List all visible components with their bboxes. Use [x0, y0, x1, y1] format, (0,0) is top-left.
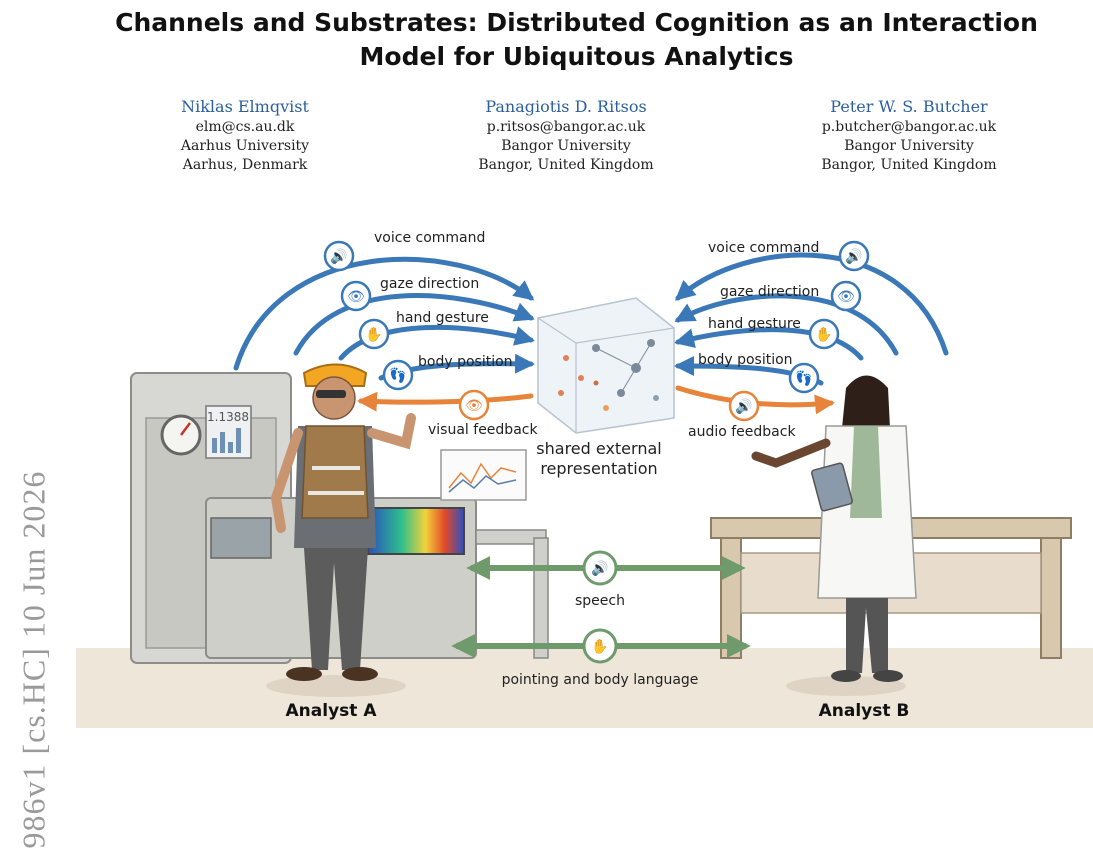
- shared-representation-cube: [537, 297, 675, 434]
- footprint-icon: [788, 362, 820, 394]
- author-name: Panagiotis D. Ritsos: [485, 97, 647, 116]
- arc-gaze-direction-left: [293, 293, 535, 356]
- author-email: elm@cs.au.dk: [195, 119, 295, 135]
- svg-text:👁: 👁: [347, 289, 365, 305]
- author-3: Peter W. S. Butcher p.butcher@bangor.ac.…: [759, 96, 1059, 175]
- shadow-a: [266, 675, 406, 697]
- label-analyst-a: Analyst A: [286, 701, 378, 721]
- label-pointing-body-language: pointing and body language: [502, 672, 699, 688]
- center-label-line-2: representation: [540, 459, 657, 478]
- author-name: Peter W. S. Butcher: [830, 97, 988, 116]
- gauge-value: 1.1388: [207, 410, 249, 424]
- label-visual-feedback: visual feedback: [428, 422, 538, 438]
- teaser-figure: 1.1388 shared external representation: [76, 230, 1093, 728]
- author-email: p.ritsos@bangor.ac.uk: [486, 119, 646, 135]
- svg-text:👁: 👁: [837, 289, 855, 305]
- tablet-icon: [811, 462, 853, 512]
- label-voice-command-right: voice command: [708, 240, 819, 256]
- shadow-b: [786, 676, 906, 696]
- analyst-b-figure: [751, 375, 917, 682]
- svg-text:👁: 👁: [465, 398, 483, 414]
- paper-title: Channels and Substrates: Distributed Cog…: [60, 6, 1093, 74]
- eye-icon: [830, 280, 862, 312]
- author-location: Bangor, United Kingdom: [478, 157, 654, 173]
- label-audio-feedback: audio feedback: [688, 424, 796, 440]
- voice-icon: [838, 240, 870, 272]
- label-voice-command-left: voice command: [374, 230, 485, 246]
- industrial-machine: 1.1388: [130, 372, 549, 664]
- center-label-line-1: shared external: [536, 439, 661, 458]
- svg-text:👣: 👣: [389, 366, 406, 384]
- hand-icon: [808, 318, 840, 350]
- label-hand-gesture-right: hand gesture: [708, 316, 801, 332]
- label-hand-gesture-left: hand gesture: [396, 310, 489, 326]
- author-location: Bangor, United Kingdom: [821, 157, 997, 173]
- arxiv-watermark: 986v1 [cs.HC] 10 Jun 2026: [15, 470, 52, 849]
- author-2: Panagiotis D. Ritsos p.ritsos@bangor.ac.…: [416, 96, 716, 175]
- arc-hand-gesture-right: [674, 327, 864, 361]
- svg-text:✋: ✋: [365, 326, 382, 343]
- arc-gaze-direction-right: [674, 293, 899, 356]
- arc-voice-command-right: [674, 252, 949, 356]
- hand-icon: [358, 318, 390, 350]
- arc-hand-gesture-left: [338, 324, 535, 361]
- svg-text:🔊: 🔊: [845, 247, 862, 265]
- speaker-icon: [728, 390, 760, 422]
- arc-visual-feedback: [357, 391, 534, 412]
- label-body-position-left: body position: [418, 354, 513, 370]
- label-gaze-direction-left: gaze direction: [380, 276, 479, 292]
- svg-text:✋: ✋: [815, 326, 832, 343]
- voice-icon: [323, 240, 355, 272]
- label-speech: speech: [575, 593, 625, 609]
- analyst-a-figure: [270, 363, 416, 681]
- author-name: Niklas Elmqvist: [181, 97, 309, 116]
- svg-text:🔊: 🔊: [735, 397, 752, 415]
- svg-text:✋: ✋: [591, 638, 608, 655]
- title-line-1: Channels and Substrates: Distributed Cog…: [115, 8, 1038, 37]
- footprint-icon: [382, 359, 414, 391]
- author-location: Aarhus, Denmark: [182, 157, 308, 173]
- eye-icon: [340, 280, 372, 312]
- label-body-position-right: body position: [698, 352, 793, 368]
- speaker-icon: [582, 550, 618, 586]
- svg-text:👣: 👣: [795, 369, 812, 387]
- svg-text:🔊: 🔊: [591, 559, 608, 577]
- author-affiliation: Aarhus University: [180, 138, 310, 154]
- eye-icon: [458, 389, 490, 421]
- gesture-hand-icon: [582, 628, 618, 664]
- label-gaze-direction-right: gaze direction: [720, 284, 819, 300]
- author-affiliation: Bangor University: [844, 138, 974, 154]
- svg-text:🔊: 🔊: [330, 247, 347, 265]
- author-1: Niklas Elmqvist elm@cs.au.dk Aarhus Univ…: [95, 96, 395, 175]
- author-affiliation: Bangor University: [501, 138, 631, 154]
- title-line-2: Model for Ubiquitous Analytics: [359, 42, 794, 71]
- label-analyst-b: Analyst B: [819, 701, 910, 721]
- heatmap-display: [367, 507, 465, 555]
- author-email: p.butcher@bangor.ac.uk: [821, 119, 997, 135]
- line-chart-display: [440, 449, 527, 501]
- arc-voice-command-left: [233, 256, 535, 371]
